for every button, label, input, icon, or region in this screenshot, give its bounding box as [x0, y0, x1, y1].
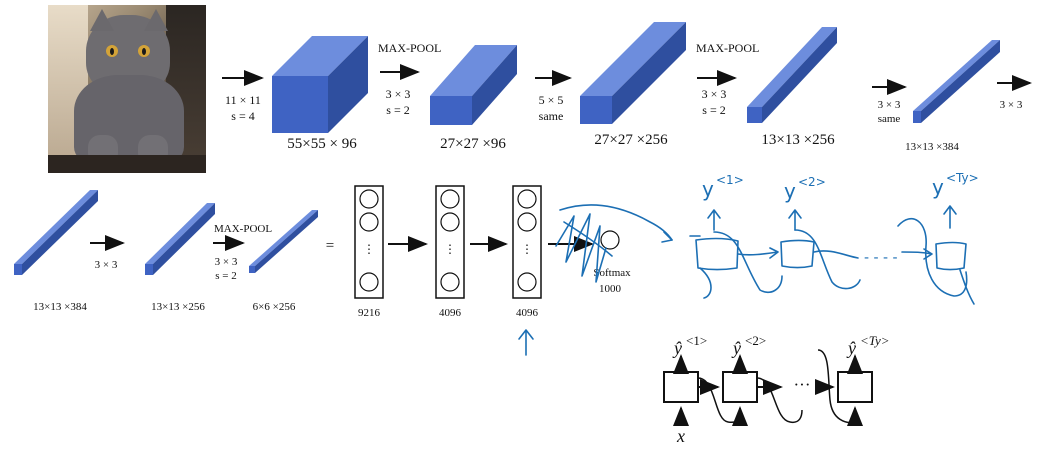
rnn-cell-1	[663, 371, 699, 403]
fc3-units-label: 4096	[516, 307, 539, 319]
conv2-filter-label: 5 × 5	[539, 93, 564, 107]
conv3-filter-label: 3 × 3	[878, 99, 901, 111]
pool2-output-label: 13×13 ×256	[761, 132, 835, 148]
pool3-stride-label: s = 2	[215, 270, 236, 282]
handwritten-yty-sup: <Ty>	[946, 171, 979, 185]
upward-arrow-handwritten	[518, 329, 534, 356]
fc2-units-label: 4096	[439, 307, 462, 319]
handwritten-y2-sup: <2>	[798, 175, 826, 189]
rnn-cell-2	[722, 371, 758, 403]
pool1-filter-label: 3 × 3	[386, 87, 411, 101]
pool2-stride-label: s = 2	[702, 103, 725, 117]
volume-block-6	[14, 190, 98, 275]
fc1-dots: ⋮	[363, 242, 375, 256]
conv1-filter-label: 11 × 11	[225, 93, 261, 107]
rnn-yhat-2-sup: <2>	[745, 333, 766, 348]
rnn-yhat-2: ŷ	[731, 338, 741, 358]
handwritten-rnn	[689, 205, 975, 305]
fc-layer-2: ⋮	[435, 185, 465, 299]
conv3-output-label: 13×13 ×384	[905, 141, 959, 153]
conv1-output-label: 55×55 × 96	[287, 136, 357, 152]
conv4-output-label: 13×13 ×384	[33, 301, 87, 313]
handwritten-y1-sup: <1>	[716, 173, 744, 187]
conv4-filter-label: 3 × 3	[1000, 99, 1023, 111]
handwritten-y1: y	[702, 177, 714, 201]
handwritten-y2: y	[784, 179, 796, 203]
pool3-output-label: 6×6 ×256	[253, 301, 296, 313]
fc-layer-3: ⋮	[512, 185, 542, 299]
pool3-label: MAX-POOL	[214, 223, 272, 235]
volume-block-4	[747, 27, 837, 123]
rnn-yhat-1-sup: <1>	[686, 333, 707, 348]
pool2-filter-label: 3 × 3	[702, 87, 727, 101]
scribble-cross-out	[555, 204, 673, 283]
conv3-padding-label: same	[878, 113, 901, 125]
softmax-count: 1000	[599, 283, 622, 295]
volume-block-8	[249, 210, 318, 273]
volume-block-1	[272, 36, 368, 133]
rnn-yhat-ty-sup: <Ty>	[860, 333, 890, 348]
fc2-dots: ⋮	[444, 242, 456, 256]
conv5-filter-label: 3 × 3	[95, 259, 118, 271]
equals-sign: =	[326, 238, 334, 254]
conv2-padding-label: same	[539, 109, 564, 123]
handwritten-dots: - - - -	[864, 250, 898, 266]
volume-block-7	[145, 203, 215, 275]
conv2-output-label: 27×27 ×256	[594, 132, 668, 148]
rnn-diagram	[663, 349, 873, 426]
handwritten-yty: y	[932, 175, 944, 199]
rnn-cell-3	[837, 371, 873, 403]
pool2-label: MAX-POOL	[696, 41, 759, 55]
pool1-stride-label: s = 2	[386, 103, 409, 117]
rnn-yhat-1: ŷ	[672, 338, 682, 358]
volume-block-3	[580, 22, 686, 124]
fc3-dots: ⋮	[521, 242, 533, 256]
rnn-dots: ···	[794, 375, 811, 394]
pool1-label: MAX-POOL	[378, 41, 441, 55]
fc-layer-1: ⋮	[354, 185, 384, 299]
rnn-input-x: x	[676, 426, 685, 446]
pool1-output-label: 27×27 ×96	[440, 136, 506, 152]
conv5-output-label: 13×13 ×256	[151, 301, 205, 313]
volume-block-5	[913, 40, 1000, 123]
volume-block-2	[430, 45, 517, 125]
rnn-yhat-ty: ŷ	[846, 338, 856, 358]
conv1-stride-label: s = 4	[231, 109, 254, 123]
fc1-units-label: 9216	[358, 307, 381, 319]
softmax-node	[600, 230, 620, 250]
pool3-filter-label: 3 × 3	[215, 256, 238, 268]
softmax-label: Softmax	[593, 267, 631, 279]
cat-photo	[48, 5, 206, 173]
